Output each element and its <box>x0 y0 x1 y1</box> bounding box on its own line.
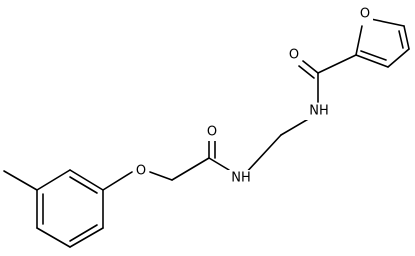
carbonyl-oxygen-left-label: O <box>207 125 217 140</box>
carbonyl-oxygen-right-label: O <box>289 48 299 63</box>
carbonyl-oxygen-right: O <box>286 47 302 64</box>
bond-n-left-carbonyl <box>208 157 230 171</box>
bond-benzene-c2-c3 <box>36 169 71 191</box>
bond-methyl <box>3 170 38 191</box>
bond-furan-c3-c2-inner <box>360 50 387 61</box>
ether-oxygen-label: O <box>136 164 146 179</box>
bond-carbonyl-o-right-double <box>298 65 315 79</box>
amide-nitrogen-left: NH <box>227 170 255 187</box>
bond-carbonyl-o-right <box>302 60 319 74</box>
bonds <box>3 17 410 248</box>
bond-furan-c5-c4 <box>403 25 410 50</box>
bond-benzene-c5-c6 <box>69 227 104 248</box>
bond-benzene-c4-c5 <box>36 227 71 248</box>
bond-c2-carbonyl <box>317 54 357 74</box>
bond-furan-c3-c2 <box>355 54 389 68</box>
bond-carbonyl-ch2 <box>171 157 210 181</box>
bond-ch2-ch2 <box>243 134 282 176</box>
bond-furan-c4-c3 <box>387 48 410 68</box>
amide-nitrogen-left-label: NH <box>231 171 251 186</box>
furan-oxygen: O <box>357 5 373 22</box>
amide-nitrogen-right-label: NH <box>309 104 329 119</box>
atom-labels: O O NH O NH O <box>133 5 373 187</box>
bond-benzene-c5-c6-inner <box>69 224 98 242</box>
carbonyl-oxygen-left: O <box>204 124 220 141</box>
furan-oxygen-label: O <box>360 7 370 22</box>
bond-furan-c5-c4-inner <box>398 30 404 49</box>
amide-nitrogen-right: NH <box>305 103 333 120</box>
bond-benzene-c1-c2 <box>69 169 104 191</box>
bond-benzene-c1-c2-inner <box>69 176 98 194</box>
bond-ch2-ether-o <box>149 171 173 181</box>
ether-oxygen: O <box>133 163 149 180</box>
bond-n-right-ch2 <box>280 117 311 136</box>
bond-furan-c2-o <box>355 25 363 56</box>
bond-ether-o-ring <box>102 171 133 191</box>
